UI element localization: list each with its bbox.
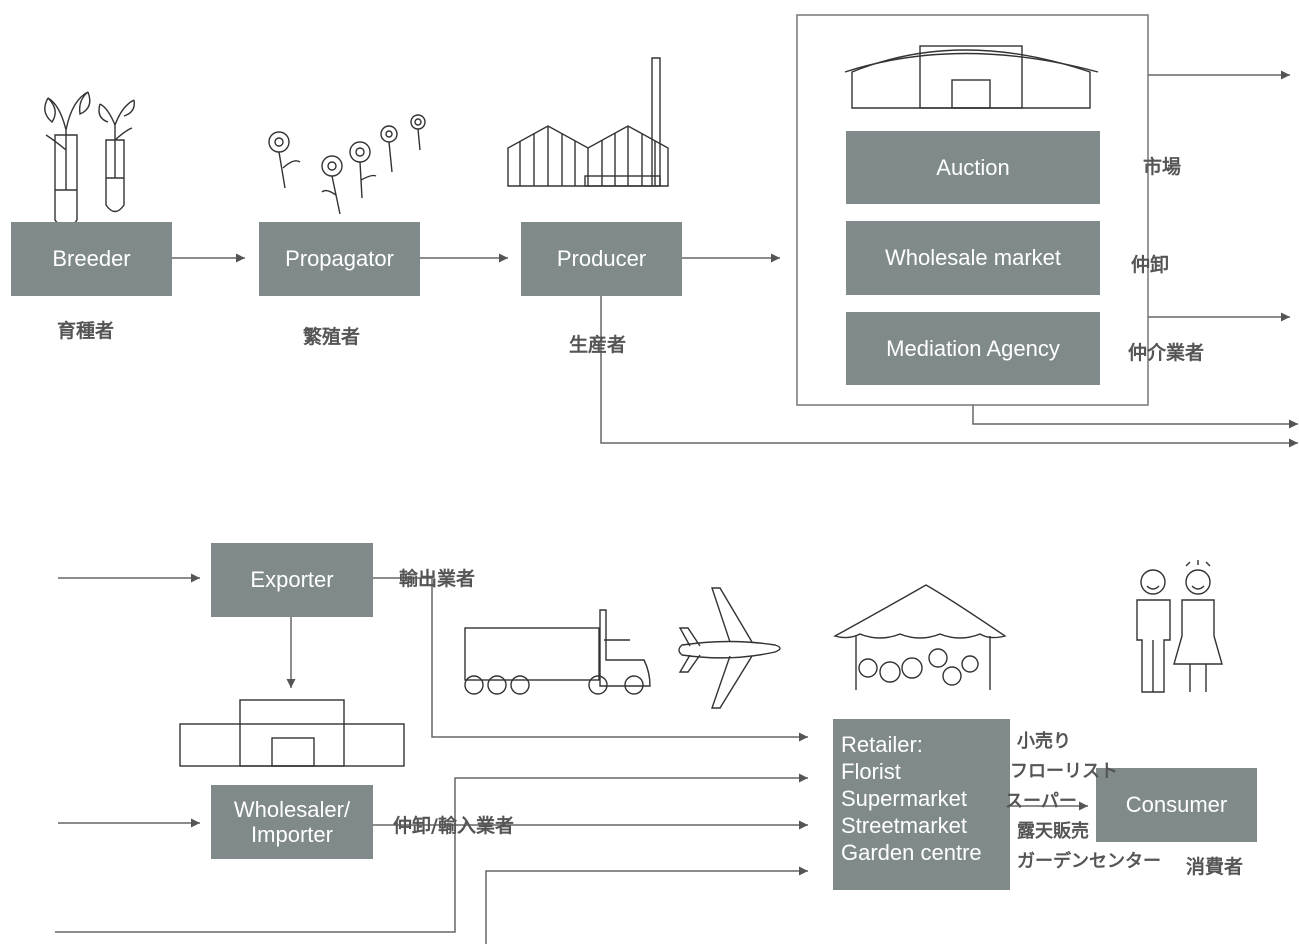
consumer-label: Consumer bbox=[1125, 792, 1228, 818]
mediation-agency-jp-label: 仲介業者 bbox=[1128, 342, 1205, 364]
producer-label: Producer bbox=[556, 246, 647, 272]
retailer-jp-line: 露天販売 bbox=[1017, 821, 1089, 842]
auction-jp-label: 市場 bbox=[1143, 156, 1182, 178]
people-icon bbox=[1136, 560, 1223, 693]
producer-box: Producer bbox=[521, 222, 682, 296]
wholesale-market-label: Wholesale market bbox=[884, 245, 1062, 271]
consumer-jp-label: 消費者 bbox=[1186, 856, 1244, 878]
wholesaler-jp-label: 仲卸/輸入業者 bbox=[393, 815, 514, 837]
arrow-exporter-retailer bbox=[372, 577, 808, 742]
retailer-jp-list: 小売り フローリスト スーパー 露天販売 ガーデンセンター bbox=[1005, 727, 1161, 877]
exporter-label: Exporter bbox=[250, 567, 334, 593]
greenhouse-factory-icon bbox=[507, 57, 669, 187]
retailer-jp-line: フローリスト bbox=[1010, 761, 1118, 782]
exporter-box: Exporter bbox=[211, 543, 373, 617]
propagator-box: Propagator bbox=[259, 222, 420, 296]
retailer-jp-line: スーパー bbox=[1005, 791, 1077, 812]
breeder-jp-label: 育種者 bbox=[57, 320, 115, 342]
arrow-market-bottom-out bbox=[972, 405, 1298, 429]
retailer-line: Streetmarket bbox=[841, 813, 967, 838]
wholesale-market-box: Wholesale market bbox=[846, 221, 1100, 295]
exporter-jp-label: 輸出業者 bbox=[399, 568, 476, 590]
auction-label: Auction bbox=[936, 154, 1010, 180]
market-hall-icon bbox=[844, 45, 1099, 109]
retailer-line: Florist bbox=[841, 759, 901, 784]
retailer-line: Garden centre bbox=[841, 840, 982, 865]
arrow-in-retailer-1 bbox=[55, 773, 808, 933]
arrow-producer-direct-out bbox=[600, 296, 1298, 448]
breeder-label: Breeder bbox=[52, 246, 131, 272]
auction-box: Auction bbox=[846, 131, 1100, 204]
breeder-box: Breeder bbox=[11, 222, 172, 296]
mediation-agency-box: Mediation Agency bbox=[846, 312, 1100, 385]
consumer-box: Consumer bbox=[1096, 768, 1257, 842]
retailer-line: Retailer: bbox=[841, 732, 923, 757]
wholesale-market-jp-label: 仲卸 bbox=[1131, 254, 1170, 276]
test-tube-seedling-icon bbox=[44, 91, 135, 229]
propagator-jp-label: 繁殖者 bbox=[303, 326, 361, 348]
retailer-jp-line: ガーデンセンター bbox=[1017, 851, 1161, 872]
truck-icon bbox=[464, 609, 651, 695]
market-stall-icon bbox=[833, 584, 1007, 690]
arrow-in-retailer-2 bbox=[485, 866, 808, 944]
flowers-icon bbox=[268, 114, 426, 215]
retailer-jp-line: 小売り bbox=[1017, 731, 1071, 752]
wholesaler-importer-box: Wholesaler/ Importer bbox=[211, 785, 373, 859]
retailer-box: Retailer: Florist Supermarket Streetmark… bbox=[833, 719, 1010, 890]
retailer-line: Supermarket bbox=[841, 786, 967, 811]
warehouse-icon bbox=[179, 699, 405, 767]
wholesaler-label-line1: Wholesaler/ bbox=[233, 796, 351, 822]
producer-jp-label: 生産者 bbox=[569, 334, 627, 356]
propagator-label: Propagator bbox=[285, 246, 394, 272]
wholesaler-label-line2: Importer bbox=[251, 822, 333, 847]
airplane-icon bbox=[678, 587, 781, 709]
mediation-agency-label: Mediation Agency bbox=[886, 335, 1060, 361]
retailer-lines: Retailer: Florist Supermarket Streetmark… bbox=[833, 719, 982, 866]
